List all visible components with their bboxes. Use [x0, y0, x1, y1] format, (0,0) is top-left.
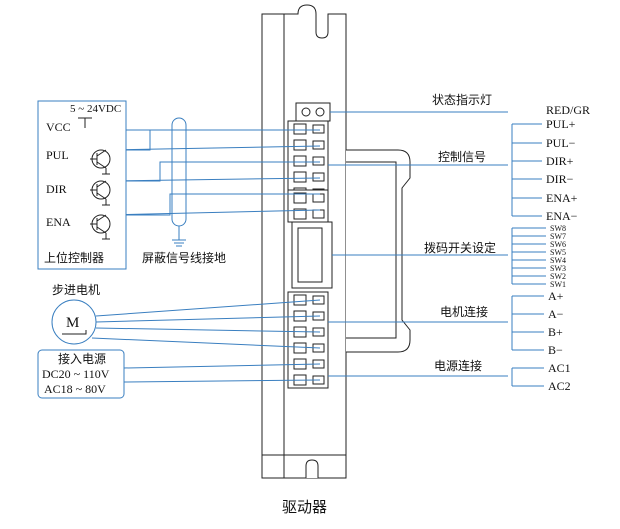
pin-label: AC1 [548, 361, 571, 375]
pin-label: PUL+ [546, 117, 576, 131]
dip-title: 拨码开关设定 [424, 240, 496, 255]
diagram-caption: 驱动器 [282, 498, 327, 516]
motor-pins: A+ A− B+ B− [511, 289, 564, 357]
terminal-blocks [287, 120, 329, 389]
pin-label: SW6 [550, 240, 566, 249]
ena-wire [106, 193, 320, 216]
pin-label: ENA− [546, 209, 578, 223]
terminal-screw [293, 139, 307, 151]
pin-label: SW8 [550, 224, 566, 233]
vcc-label: VCC [46, 120, 71, 134]
terminal-slot [312, 124, 325, 134]
motor-conn-title: 电机连接 [440, 304, 488, 319]
control-terminal-block-a [287, 120, 329, 202]
pin-label: DIR+ [546, 154, 574, 168]
controller-title: 上位控制器 [44, 250, 104, 265]
power-wire-1 [123, 363, 321, 369]
pin-label: SW4 [550, 256, 566, 265]
pin-label: SW1 [550, 280, 566, 289]
pin-label: PUL− [546, 136, 576, 150]
terminal-screw [293, 294, 307, 306]
transistor-icon [90, 214, 111, 240]
status-title: 状态指示灯 [432, 92, 492, 107]
terminal-screw [293, 208, 307, 220]
terminal-screw [293, 192, 307, 204]
pin-label: A+ [548, 289, 564, 303]
right-pin-labels: PUL+PUL−DIR+DIR−ENA+ENA−SW8SW7SW6SW5SW4S… [511, 117, 578, 393]
power-source-title: 接入电源 [58, 351, 106, 366]
terminal-screw [293, 342, 307, 354]
shield-ground-label: 屏蔽信号线接地 [142, 250, 226, 265]
pin-label: A− [548, 307, 564, 321]
motor-symbol: M [51, 299, 97, 345]
transistor-icon [90, 180, 111, 206]
pin-label: SW7 [550, 232, 566, 241]
dip-switch-block [291, 221, 333, 289]
pin-label: DIR− [546, 172, 574, 186]
motor-wire-1 [95, 299, 321, 317]
status-led-block [295, 102, 331, 122]
terminal-slot [312, 193, 325, 203]
terminal-screw [293, 171, 307, 183]
status-value: RED/GR [546, 103, 590, 117]
transistor-symbols [90, 149, 111, 240]
dir-label: DIR [46, 182, 67, 196]
pin-label: SW2 [550, 272, 566, 281]
terminal-slot [312, 209, 325, 219]
terminal-slot [312, 140, 325, 150]
motor-m: M [66, 315, 79, 331]
ena-wire-b [105, 209, 321, 216]
motor-title: 步进电机 [52, 283, 100, 297]
motor-power-terminal-block [287, 291, 329, 389]
pin-label: SW3 [550, 264, 566, 273]
pin-label: B+ [548, 325, 563, 339]
power-source-dc: DC20 ~ 110V [42, 367, 110, 381]
terminal-slot [312, 172, 325, 182]
pul-wire [105, 145, 321, 151]
pin-label: AC2 [548, 379, 571, 393]
power-source-box: 接入电源 DC20 ~ 110V AC18 ~ 80V [37, 349, 125, 399]
pin-label: ENA+ [546, 191, 578, 205]
pul-label: PUL [46, 148, 69, 162]
control-title: 控制信号 [438, 150, 486, 164]
control-terminal-block-b [287, 189, 329, 223]
dir-wire-b [105, 177, 321, 182]
driver-body [261, 4, 411, 479]
power-conn-title: 电源连接 [434, 358, 482, 373]
supply-label: 5 ~ 24VDC [70, 103, 121, 115]
transistor-icon [90, 149, 111, 175]
control-pins: PUL+ PUL− DIR+ DIR− ENA+ ENA− [511, 117, 578, 223]
power-source-ac: AC18 ~ 80V [44, 382, 106, 396]
motor-wire-3 [95, 327, 321, 333]
pin-label: SW5 [550, 248, 566, 257]
pin-label: B− [548, 343, 563, 357]
wires [84, 111, 508, 383]
power-wire-2 [123, 379, 321, 383]
shield-symbol [171, 117, 187, 247]
ena-label: ENA [46, 215, 71, 229]
terminal-screw [293, 123, 307, 135]
controller-box: 上位控制器 5 ~ 24VDC VCC PUL DIR ENA [37, 100, 127, 270]
motor-wire-2 [95, 315, 321, 323]
terminal-screw [293, 155, 307, 167]
terminal-slot [312, 156, 325, 166]
motor-wire-4 [91, 337, 321, 349]
